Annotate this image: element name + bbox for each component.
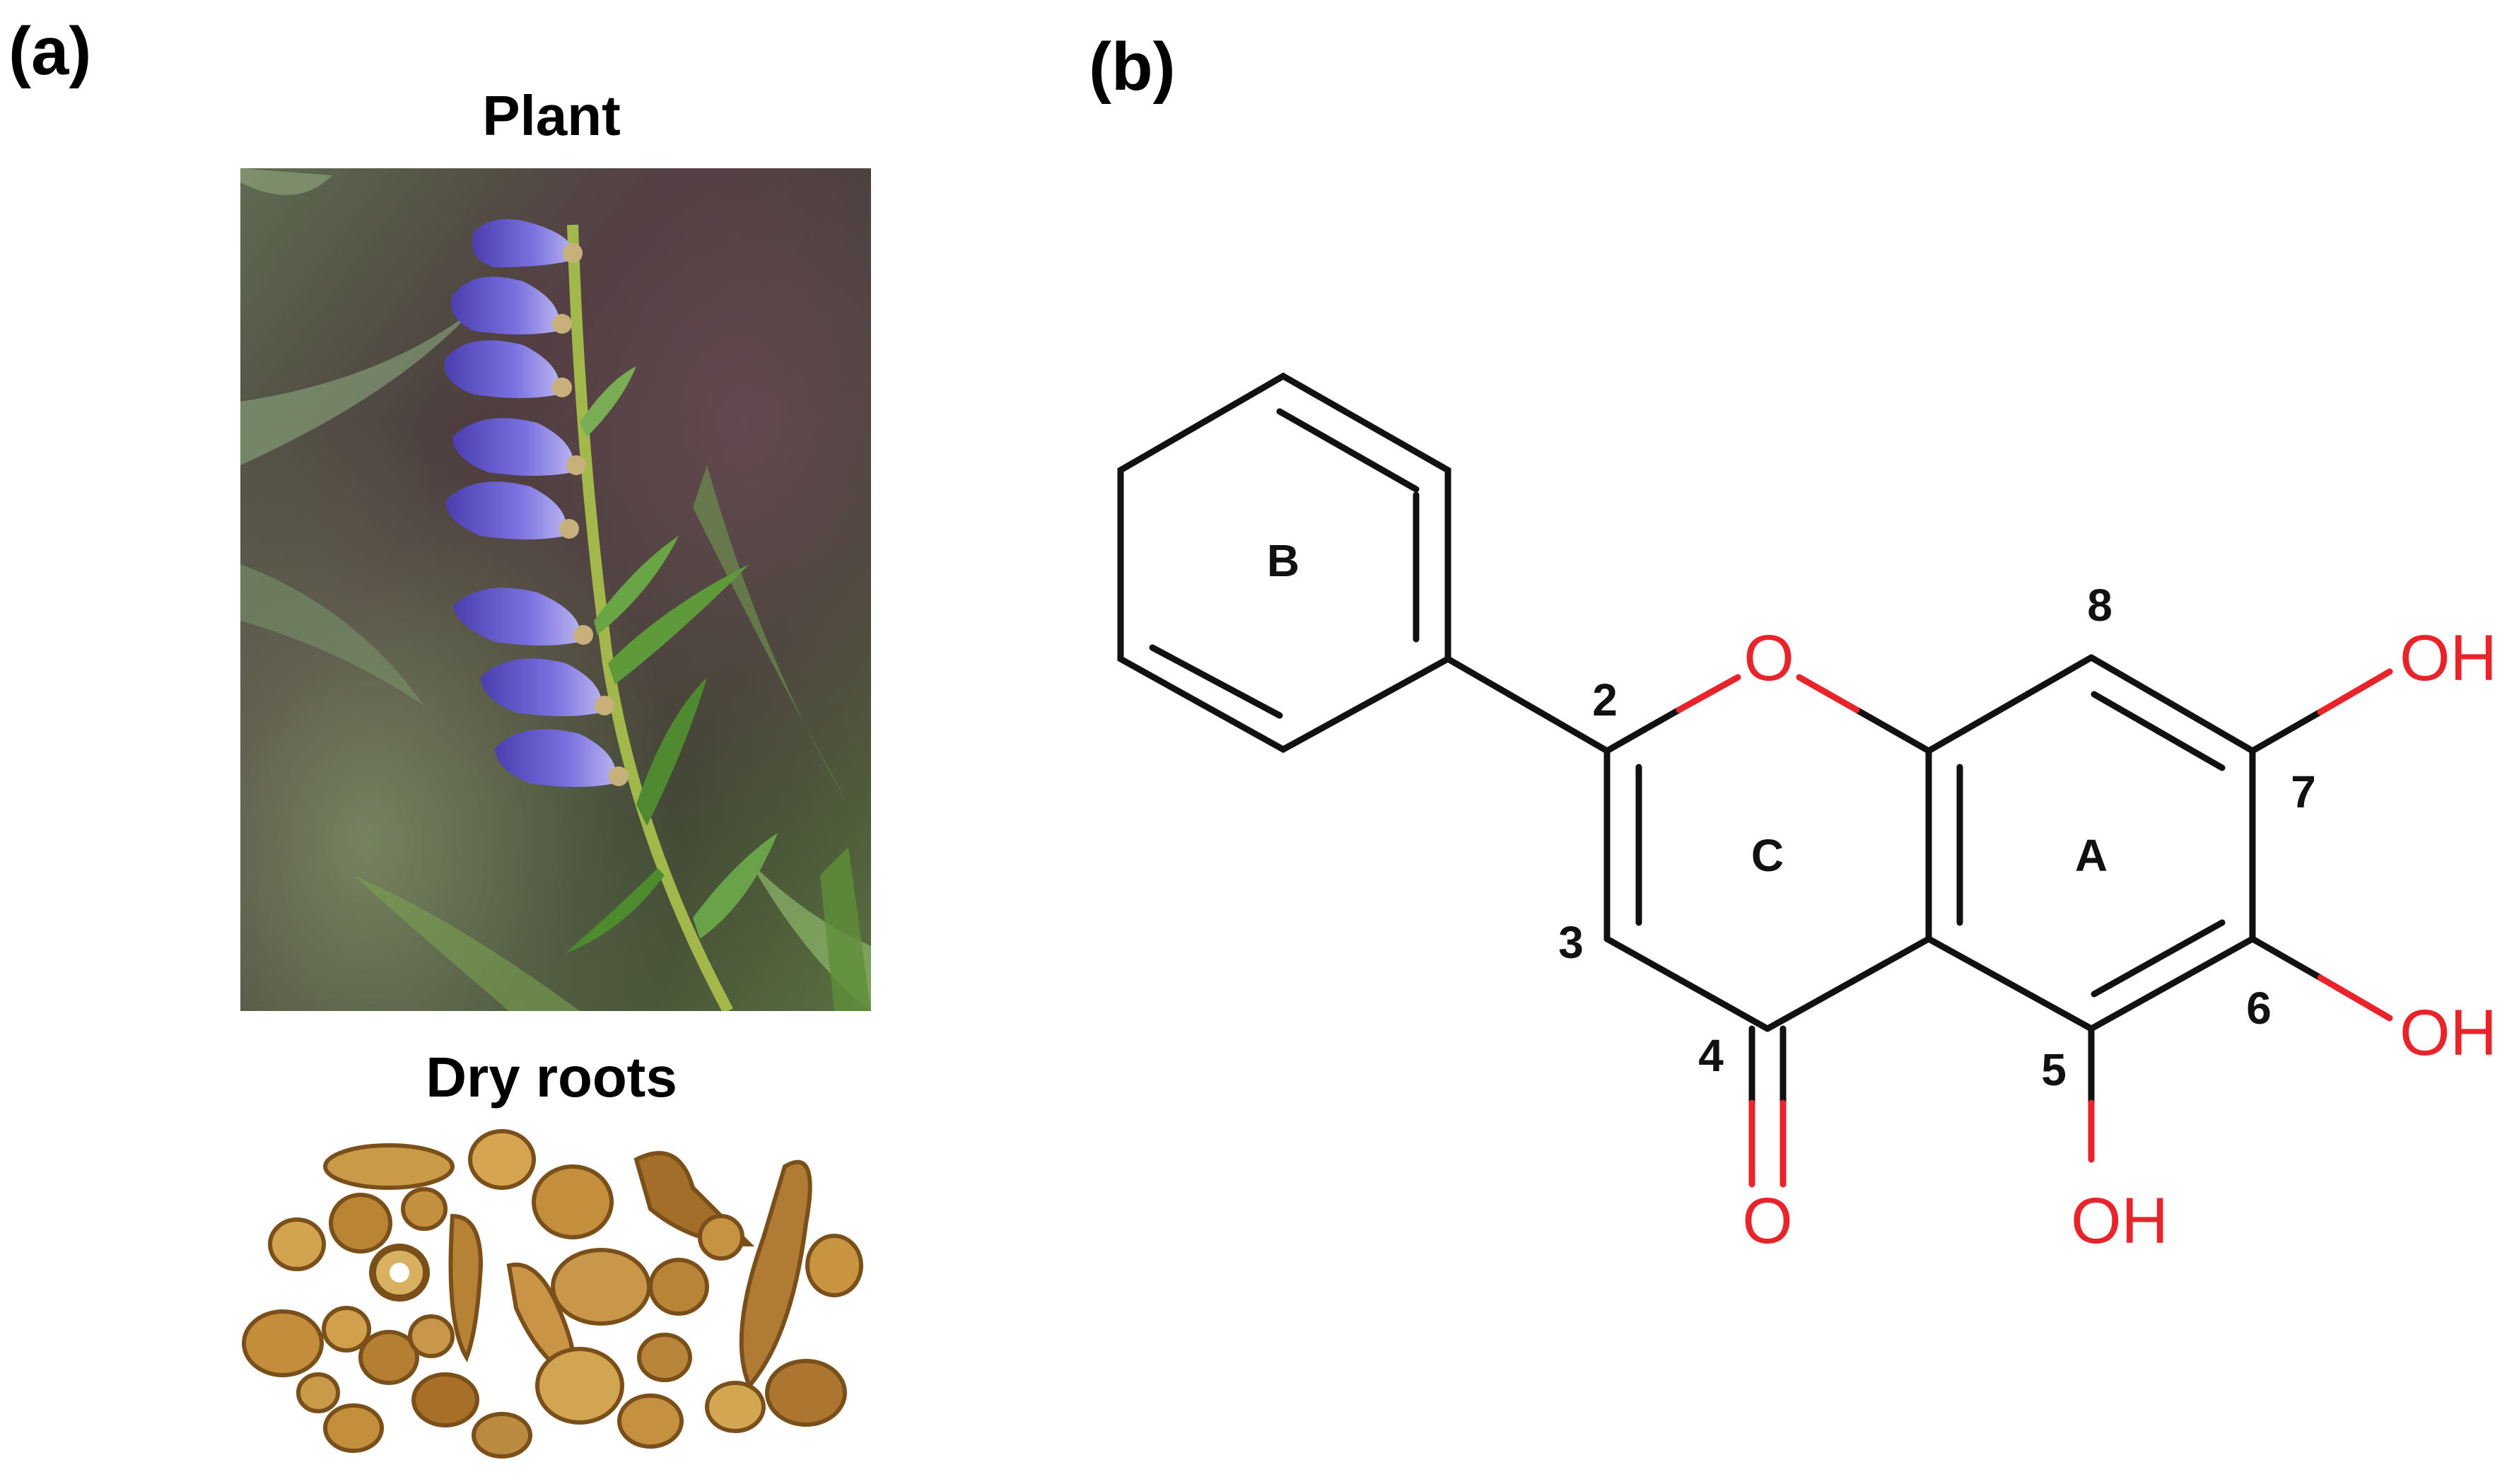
bond-c8-c7 — [2088, 654, 2256, 754]
ring-b-hexagon — [1117, 372, 1451, 754]
baicalein-structure: B C A 2 3 4 5 6 7 8 O O OH OH OH — [1103, 354, 2507, 1343]
ring-oxygen-label: O — [1743, 622, 1794, 694]
bond-c8-c7-inner — [2091, 691, 2226, 771]
position-label-4: 4 — [1698, 1030, 1724, 1081]
bond-c5-c4a — [1925, 935, 2095, 1032]
bond-c8a-c8 — [1925, 654, 2095, 754]
ring-label-c: C — [1751, 830, 1784, 881]
bond-c2-o-black — [1603, 706, 1683, 754]
bond-c4-c4a — [1764, 935, 1932, 1032]
ring-b-inner-bond-1 — [1276, 408, 1420, 493]
bond-c6-o-red — [2317, 974, 2393, 1022]
bond-c7-o-black — [2249, 708, 2324, 754]
bond-c2-o-red — [1676, 674, 1741, 713]
bonds — [1117, 372, 2324, 1106]
oh-6-label: OH — [2400, 997, 2497, 1069]
ring-label-a: A — [2075, 830, 2108, 881]
position-label-2: 2 — [1592, 674, 1618, 725]
panel-a-label: (a) — [8, 13, 92, 89]
bond-c7-o-red — [2317, 668, 2393, 715]
position-label-5: 5 — [2041, 1044, 2067, 1095]
dry-roots-photo — [240, 1124, 877, 1463]
position-label-6: 6 — [2246, 983, 2272, 1034]
oh-5-label: OH — [2071, 1185, 2168, 1257]
bond-c8a-o-red — [1796, 674, 1860, 713]
carbonyl-oxygen-label: O — [1742, 1185, 1793, 1257]
position-label-8: 8 — [2087, 580, 2112, 631]
dry-roots-caption: Dry roots — [426, 1046, 677, 1109]
plant-caption: Plant — [482, 84, 621, 147]
bond-b-c2 — [1444, 655, 1611, 754]
plant-photo — [240, 168, 871, 1011]
bond-c6-c5-inner — [2091, 919, 2226, 998]
ring-b-inner-bond-3 — [1149, 644, 1283, 719]
bond-c6-c5 — [2088, 935, 2256, 1032]
bond-c6-o-black — [2249, 935, 2324, 981]
position-label-7: 7 — [2291, 766, 2316, 817]
ring-label-b: B — [1267, 535, 1299, 586]
bond-c3-c4 — [1603, 935, 1771, 1032]
heteroatom-bonds — [1676, 668, 2393, 1188]
bond-c8a-o-black — [1853, 706, 1932, 754]
oh-7-label: OH — [2400, 622, 2497, 694]
panel-b-label: (b) — [1089, 29, 1176, 105]
position-label-3: 3 — [1558, 917, 1584, 968]
